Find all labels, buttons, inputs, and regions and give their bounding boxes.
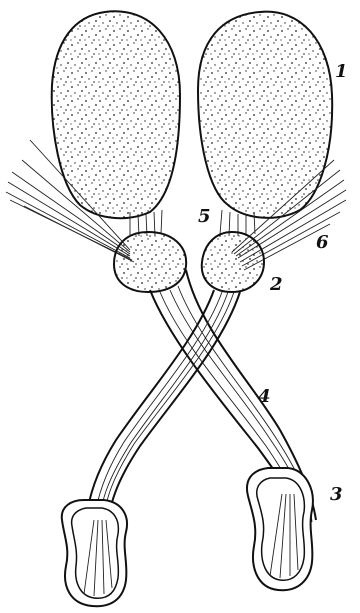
label-4: 4: [258, 386, 271, 407]
right-tract: [86, 290, 240, 524]
label-1: 1: [335, 61, 348, 82]
left-lobe: [52, 11, 180, 218]
label-5: 5: [198, 206, 211, 227]
label-6: 6: [316, 232, 329, 253]
right-terminal: [247, 468, 313, 590]
label-3: 3: [330, 484, 343, 505]
right-bulb: [202, 232, 264, 292]
right-lobe: [198, 12, 332, 218]
left-bulb: [114, 232, 186, 292]
left-terminal: [62, 500, 127, 606]
label-2: 2: [269, 274, 283, 295]
